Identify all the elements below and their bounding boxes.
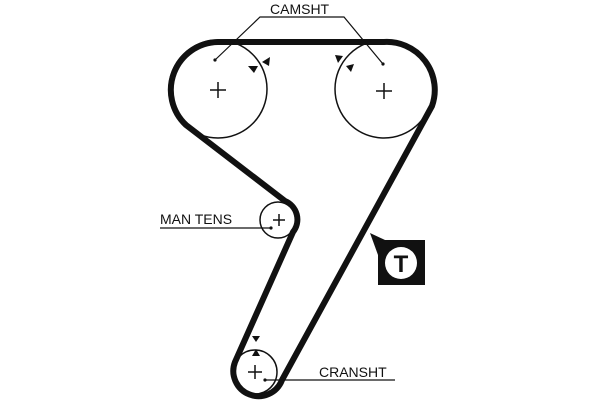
tensioner-badge-letter: T: [394, 251, 409, 278]
timing-mark-icon: [252, 349, 260, 356]
timing-mark-icon: [335, 55, 343, 63]
tensioner-center-mark: [273, 214, 285, 226]
crank-center-mark: [248, 365, 262, 379]
timing-mark-icon: [262, 57, 270, 66]
timing-belt: [167, 38, 438, 400]
tensioner-badge: T: [370, 233, 425, 285]
man-tens-label: MAN TENS: [160, 211, 232, 227]
timing-mark-icon: [346, 64, 354, 72]
timing-mark-icon: [252, 336, 260, 342]
camshaft-leader-line: [214, 16, 384, 65]
cranshaft-label: CRANSHT: [319, 364, 387, 380]
left-cam-center-mark: [210, 82, 226, 98]
right-cam-center-mark: [376, 83, 392, 99]
camshaft-label: CAMSHT: [270, 1, 330, 17]
timing-mark-icon: [248, 66, 258, 73]
